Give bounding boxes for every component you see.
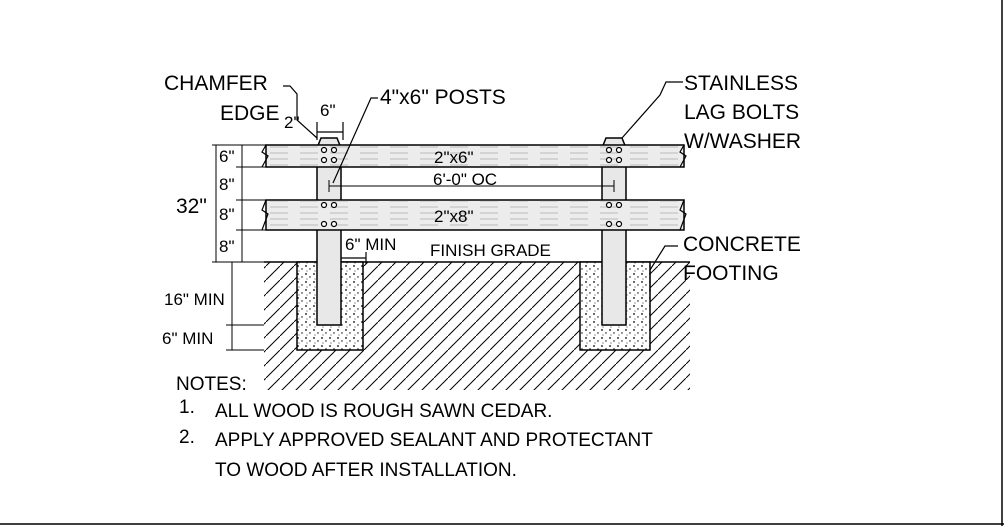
chamfer-dimension: 2" [284,113,300,132]
note-1-number: 1. [179,397,195,418]
leader-lines [283,81,683,292]
note-2-text: APPLY APPROVED SEALANT AND PROTECTANT [215,430,653,451]
lag-bolts [320,146,623,228]
finish-grade-label: FINISH GRADE [430,241,551,260]
stainless-label: STAINLESS [684,72,798,95]
notes-heading: NOTES: [176,374,247,395]
vertical-dimension-chain [212,144,266,351]
chamfer-label: CHAMFER [164,72,268,95]
rail-top [261,144,687,168]
dimension-below: 6" MIN [162,329,213,348]
spacing-label: 6'-0" OC [433,170,497,189]
dimension-8-b: 8" [219,205,235,224]
lag-bolts-label: LAG BOLTS [684,101,799,124]
dimension-8-a: 8" [219,175,235,194]
dimension-embed: 16" MIN [164,290,225,309]
rail-bottom-label: 2"x8" [434,207,473,226]
washer-label: W/WASHER [684,130,801,153]
rail-top-label: 2"x6" [434,148,473,167]
note-2-continuation: TO WOOD AFTER INSTALLATION. [215,460,517,481]
note-2-number: 2. [179,427,195,448]
note-1-text: ALL WOOD IS ROUGH SAWN CEDAR. [215,401,553,422]
posts-label: 4"x6" POSTS [380,86,506,109]
dimension-total: 32" [176,195,207,218]
footing-label: FOOTING [683,262,779,285]
spacing-dimension [328,180,615,192]
dimension-6: 6" [219,147,235,166]
post-width-dimension: 6" [320,101,336,120]
edge-label: EDGE [220,102,280,125]
concrete-label: CONCRETE [683,233,801,256]
min-clearance-label: 6" MIN [345,235,396,254]
dimension-8-c: 8" [219,237,235,256]
